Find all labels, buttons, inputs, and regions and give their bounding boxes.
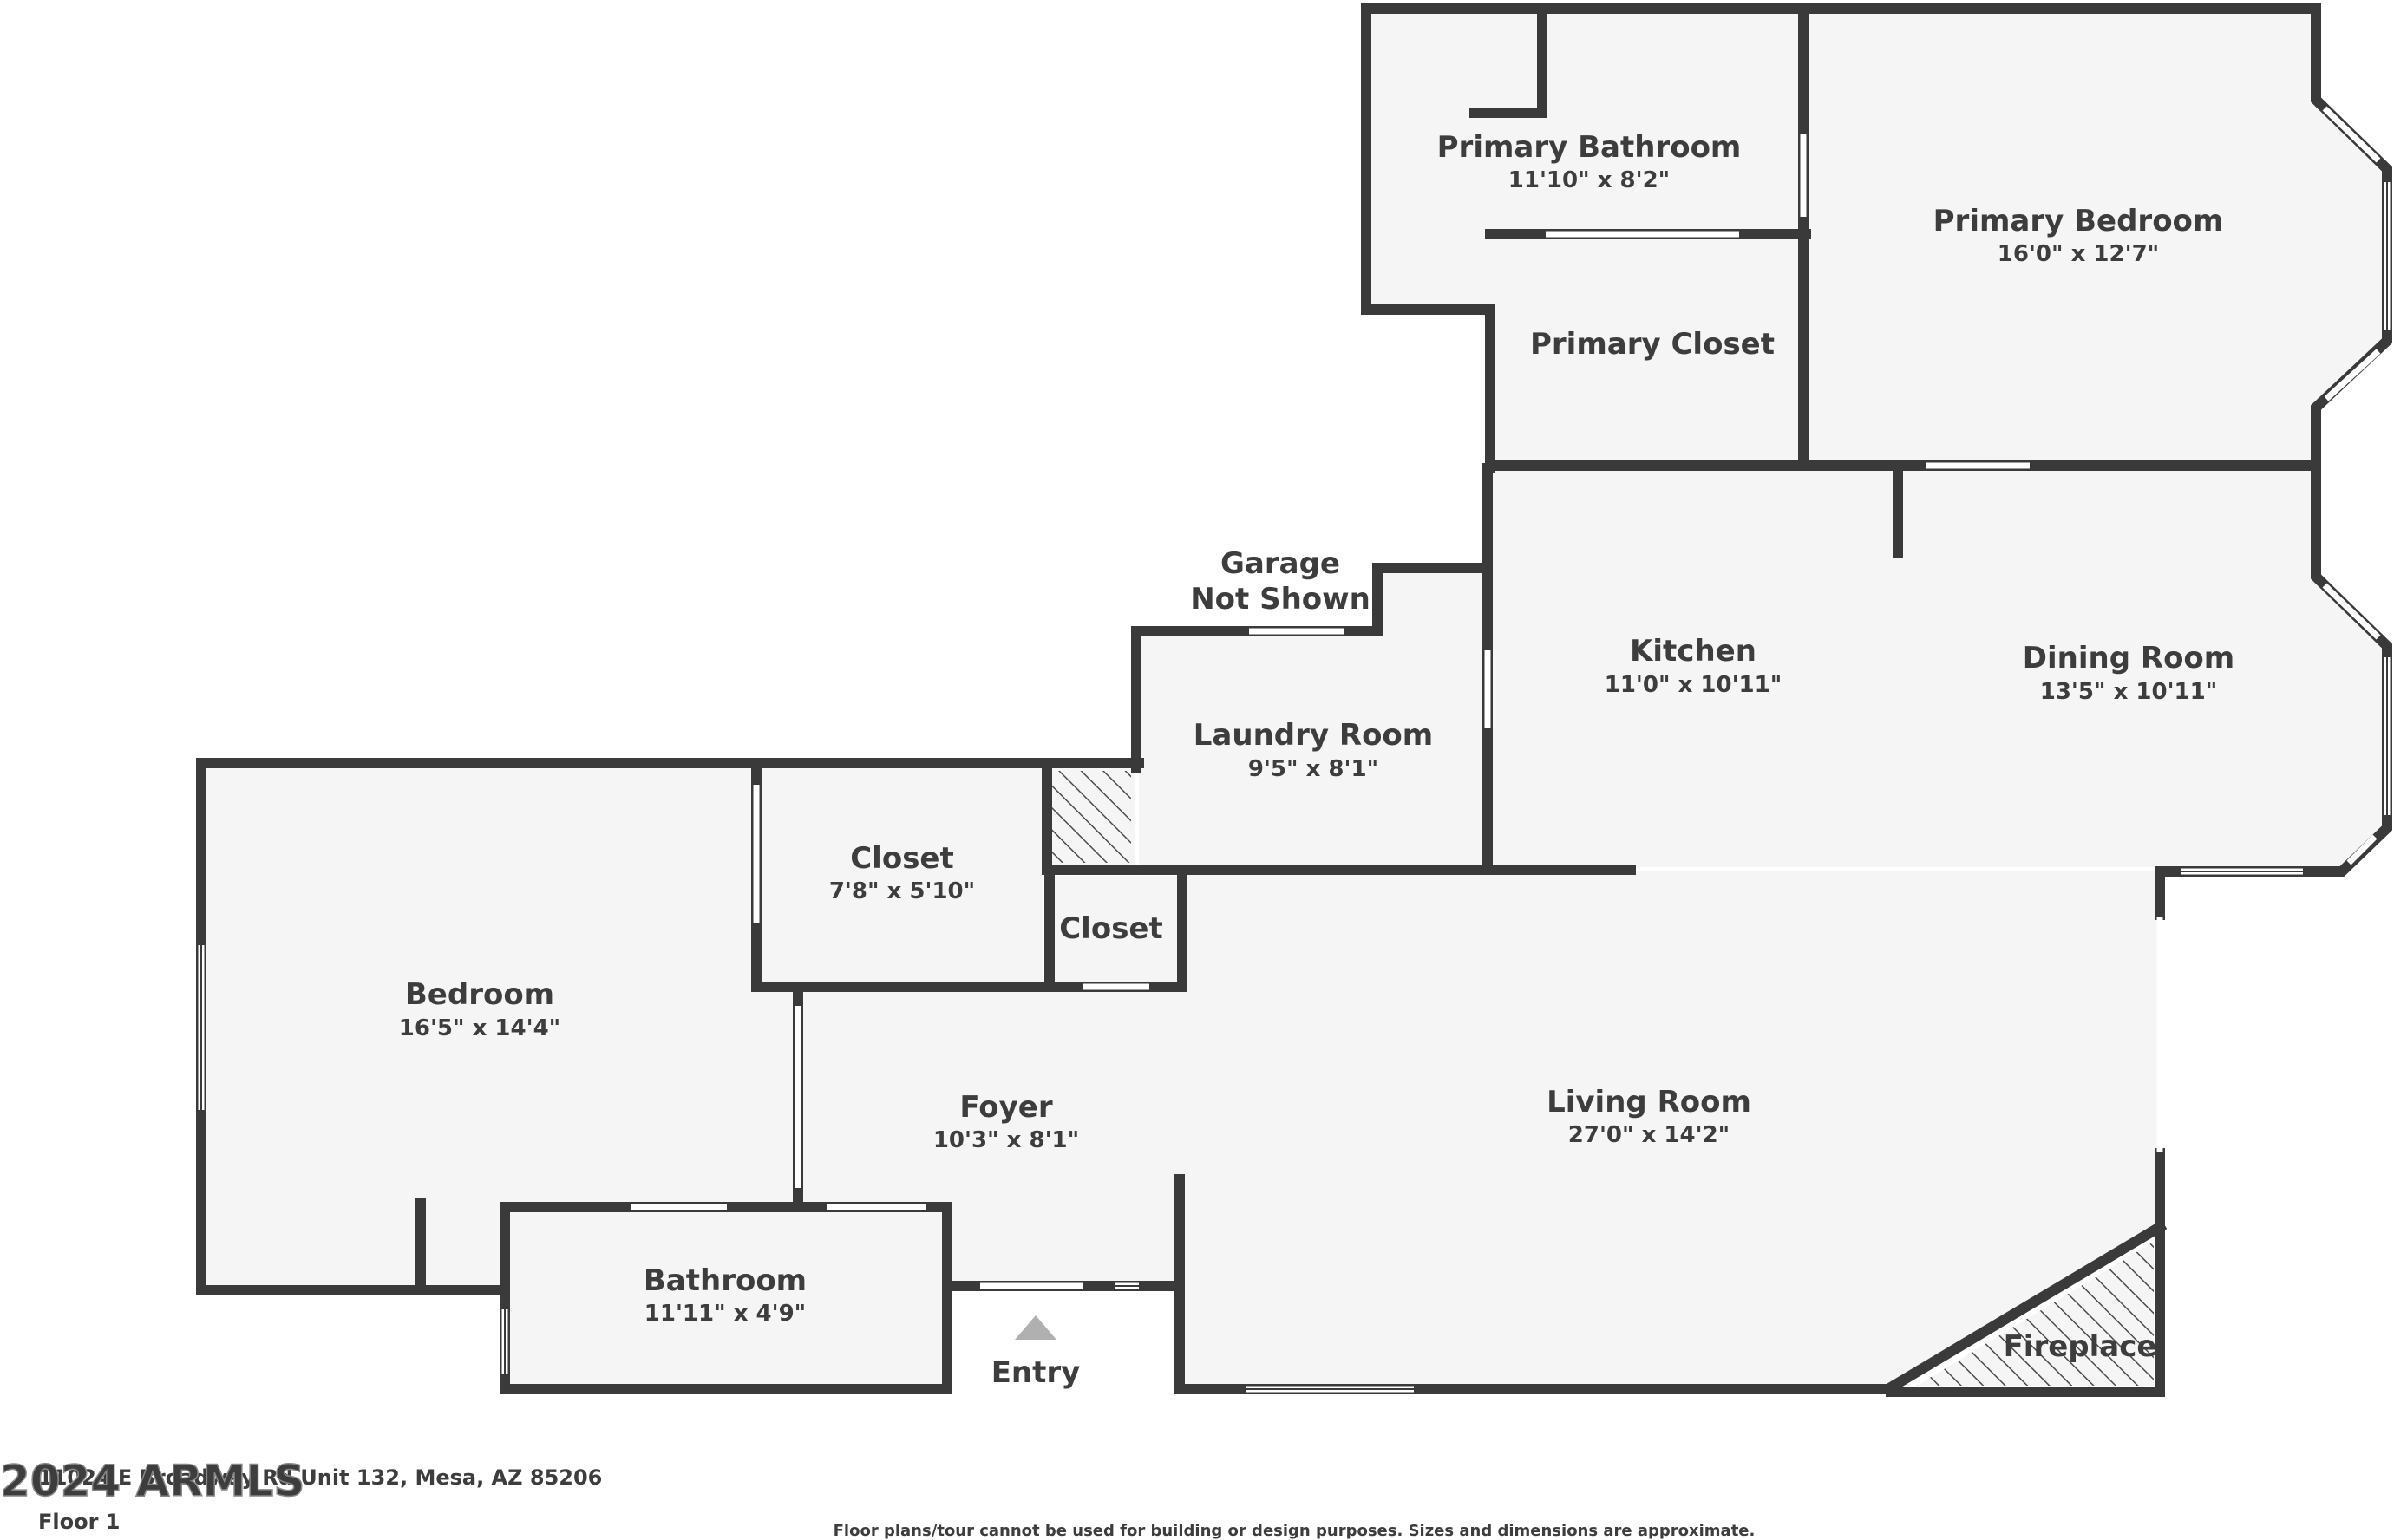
- room-name-closet-small: Closet: [1059, 911, 1163, 946]
- room-name-dining-room: Dining Room: [2023, 641, 2234, 675]
- entry-label: Entry: [991, 1355, 1081, 1390]
- room-dims-living-room: 27'0" x 14'2": [1568, 1122, 1730, 1148]
- wall: [1174, 1174, 1896, 1394]
- fireplace-hatch: [1917, 1242, 2154, 1386]
- room-name-laundry-room: Laundry Room: [1194, 718, 1433, 753]
- wall: [2155, 459, 2392, 920]
- wall: [1883, 1219, 2168, 1395]
- room-name-living-room: Living Room: [1547, 1085, 1751, 1119]
- address-text: 11024 E Broadway Rd Unit 132, Mesa, AZ 8…: [38, 1465, 602, 1490]
- room-dims-bathroom: 11'11" x 4'9": [644, 1301, 806, 1327]
- room-dims-closet-large: 7'8" x 5'10": [829, 878, 975, 904]
- room-dims-primary-bathroom: 11'10" x 8'2": [1508, 167, 1670, 193]
- room-dims-primary-bedroom: 16'0" x 12'7": [1998, 241, 2159, 267]
- room-name-primary-closet: Primary Closet: [1530, 327, 1775, 362]
- room-name-bedroom: Bedroom: [405, 977, 554, 1012]
- room-name-primary-bedroom: Primary Bedroom: [1933, 204, 2224, 238]
- closet-small-floor: [1052, 876, 1178, 982]
- utility-hatch: [1050, 771, 1131, 863]
- window: [2346, 834, 2378, 865]
- room-dims-kitchen: 11'0" x 10'11": [1605, 672, 1782, 698]
- room-dims-dining-room: 13'5" x 10'11": [2040, 679, 2218, 705]
- primary-closet-floor: [1490, 238, 1801, 464]
- room-name-primary-bathroom: Primary Bathroom: [1437, 130, 1742, 165]
- laundry-room-floor: [1139, 571, 1485, 867]
- label-garage: Garage: [1220, 546, 1340, 581]
- window: [2322, 106, 2381, 163]
- wall: [1469, 3, 1547, 118]
- window: [2324, 349, 2381, 401]
- entry-arrow-icon: [1015, 1315, 1056, 1340]
- wall: [1361, 304, 1495, 473]
- bedroom-floor: [205, 767, 798, 1290]
- watermark-text: 2024 ARMLS: [0, 1456, 304, 1506]
- footer: 11024 E Broadway Rd Unit 132, Mesa, AZ 8…: [0, 1455, 1756, 1540]
- living-foyer-floor: [798, 871, 2160, 1386]
- room-name-kitchen: Kitchen: [1630, 634, 1756, 669]
- floor-label: Floor 1: [38, 1510, 121, 1534]
- room-name-fireplace: Fireplace: [2004, 1329, 2157, 1364]
- room-name-closet-large: Closet: [850, 841, 954, 876]
- room-dims-foyer: 10'3" x 8'1": [933, 1127, 1079, 1153]
- closet-large-floor: [759, 767, 1043, 982]
- room-labels: Primary Bathroom 11'10" x 8'2" Primary B…: [399, 130, 2234, 1390]
- room-name-bathroom: Bathroom: [644, 1263, 807, 1298]
- wall: [1131, 563, 1493, 773]
- bathroom-floor: [507, 1210, 944, 1386]
- window-frames: [200, 182, 2388, 1390]
- primary-bedroom-floor: [1806, 9, 2387, 464]
- floor-fills: [205, 9, 2387, 1386]
- room-dims-laundry-room: 9'5" x 8'1": [1248, 756, 1378, 782]
- kitchen-dining-floor: [1490, 468, 2387, 871]
- primary-bathroom-floor: [1366, 9, 1806, 310]
- window: [2322, 583, 2381, 640]
- room-name-foyer: Foyer: [959, 1090, 1052, 1125]
- label-garage-not-shown: Not Shown: [1190, 582, 1370, 617]
- room-dims-bedroom: 16'5" x 14'4": [399, 1015, 560, 1041]
- disclaimer-text: Floor plans/tour cannot be used for buil…: [834, 1522, 1756, 1540]
